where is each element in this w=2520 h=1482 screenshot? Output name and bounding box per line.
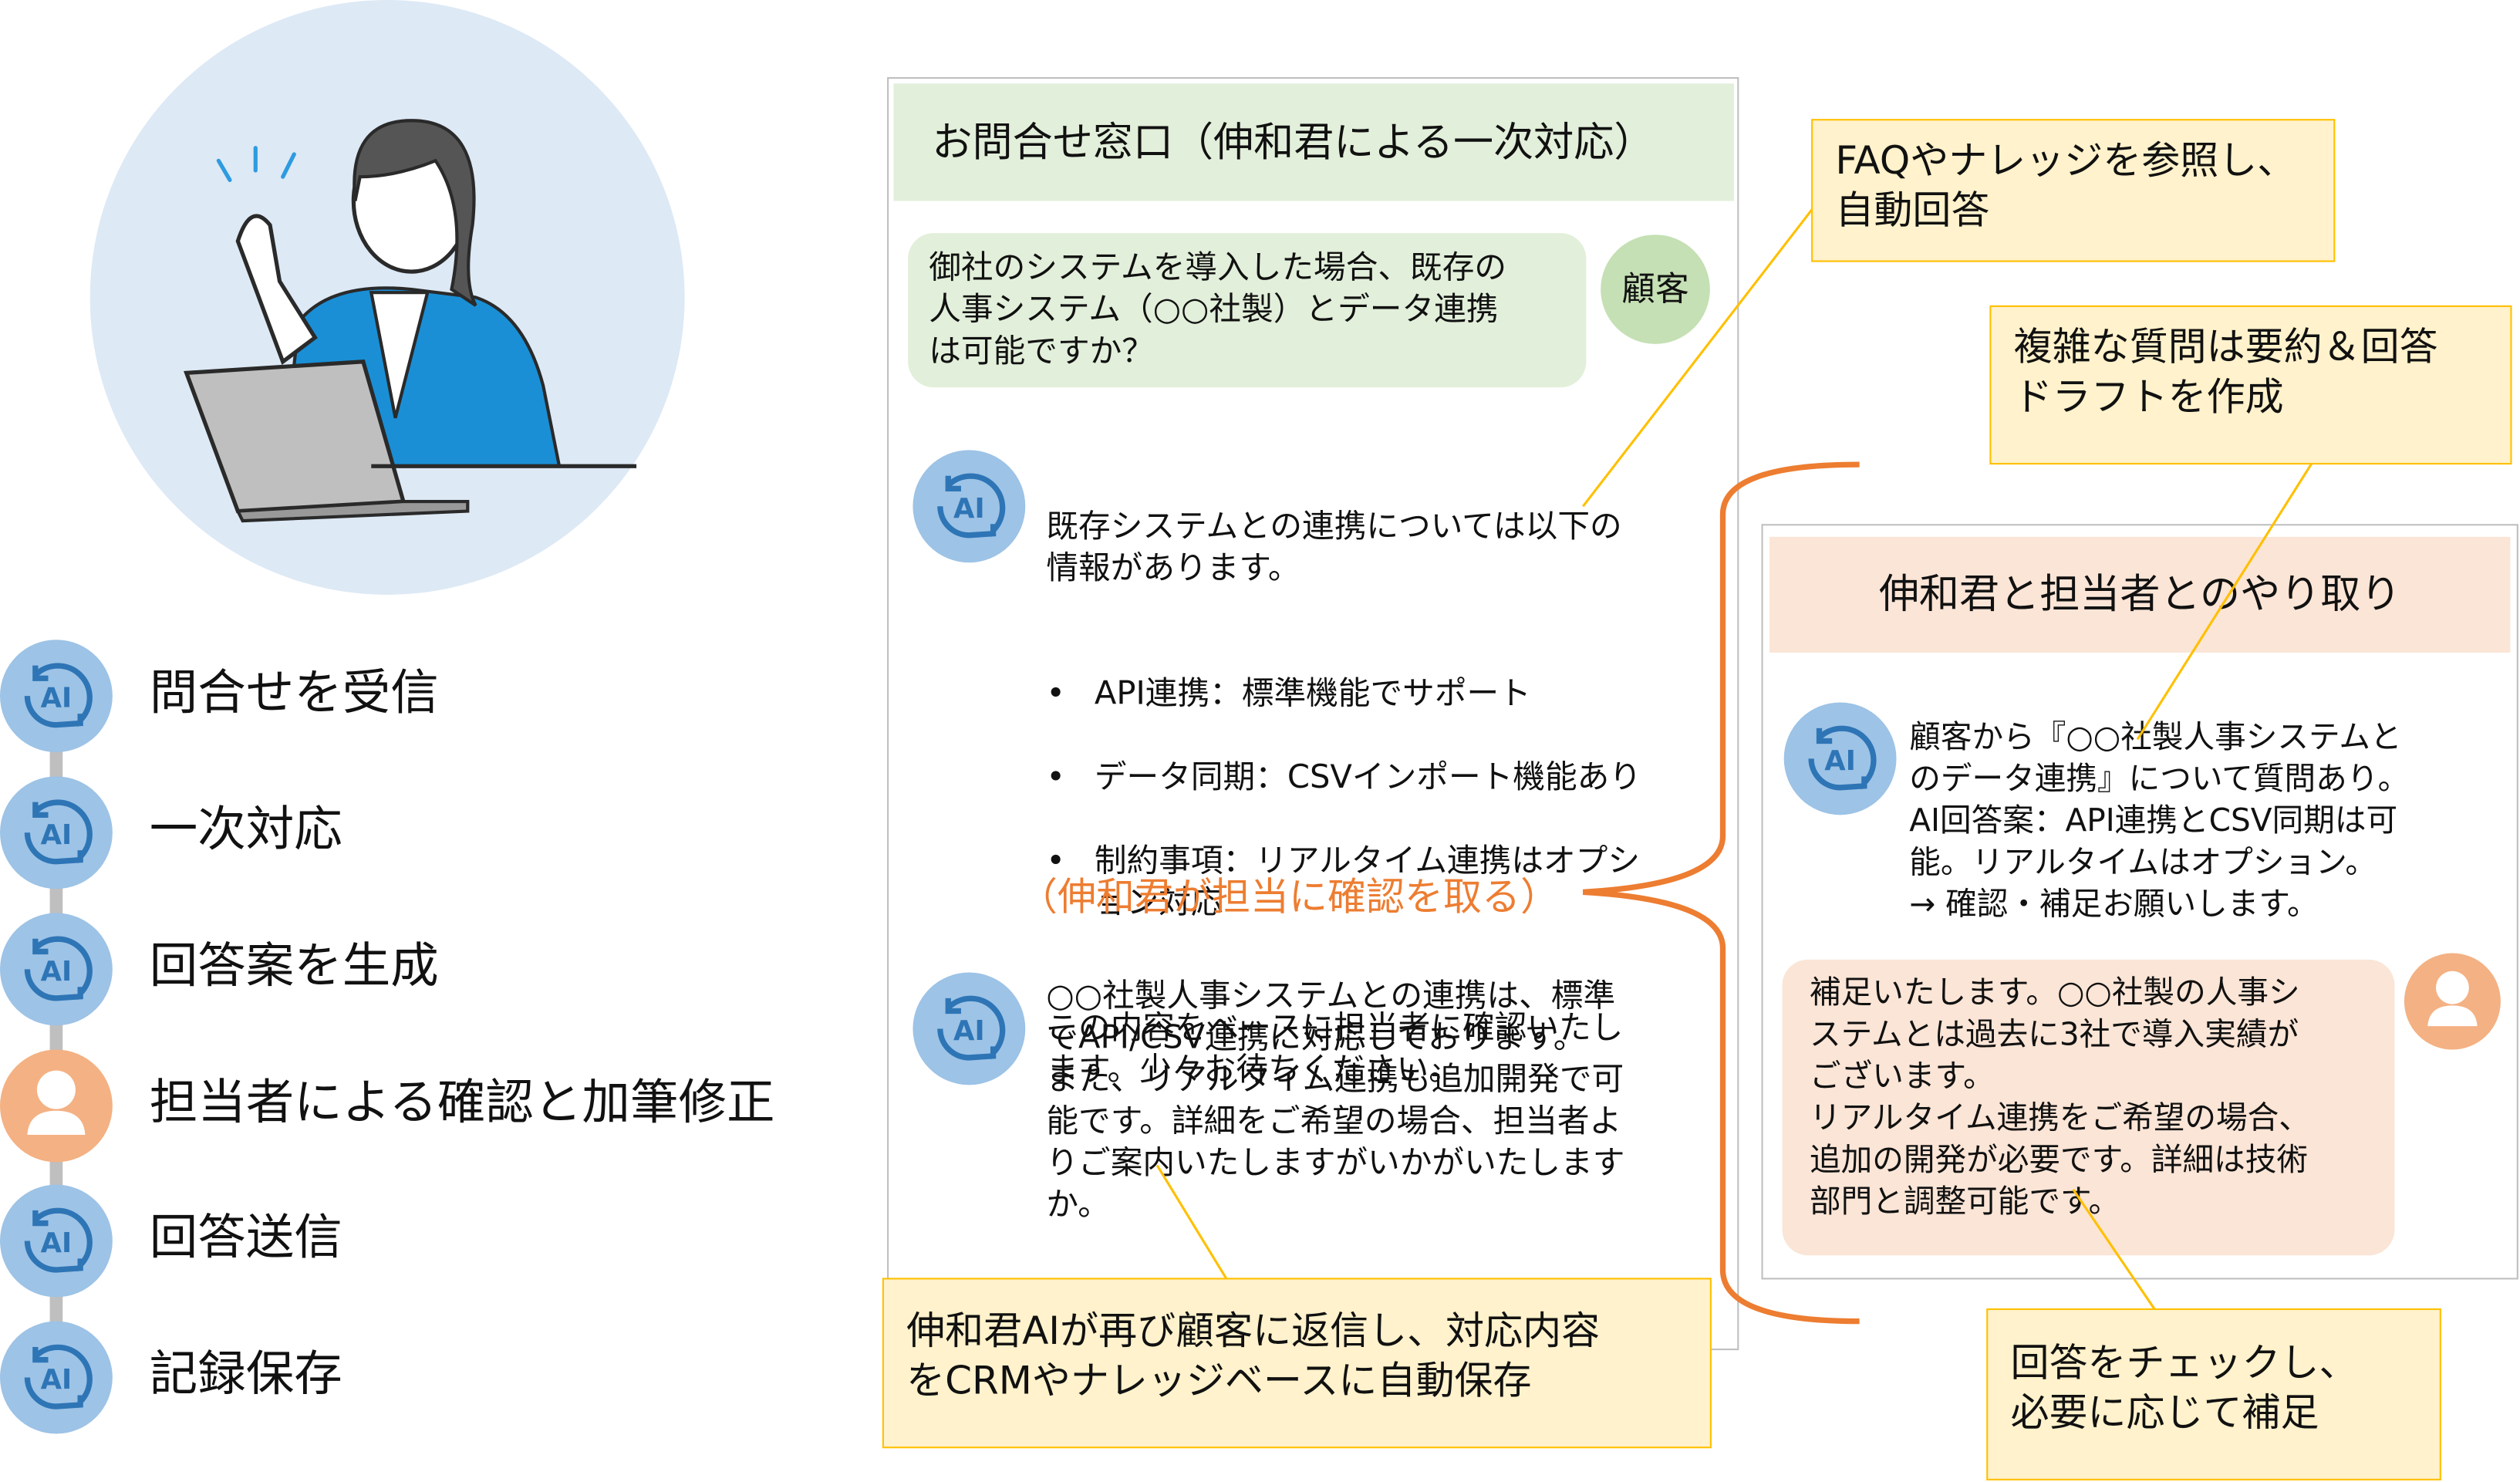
timeline-step-label: 記録保存	[149, 1346, 342, 1403]
timeline-step-label: 一次対応	[149, 802, 342, 859]
ai-reply-bullets: API連携：標準機能でサポート データ同期：CSVインポート機能あり 制約事項：…	[1046, 630, 1721, 964]
timeline-step-label: 回答送信	[149, 1210, 342, 1267]
ai-icon: AI	[0, 1184, 113, 1298]
leader-line	[1582, 188, 1829, 508]
ai-reply-2: ○○社製人事システムとの連携は、標準 でAPI/CSV連携に対応しております。 …	[1046, 975, 1625, 1224]
svg-text:AI: AI	[41, 819, 73, 851]
ai-reply-intro: 既存システムとの連携については以下の 情報があります。	[1046, 506, 1622, 587]
ai-icon: AI	[1783, 702, 1897, 815]
bullet-item: 制約事項：リアルタイム連携はオプション対応	[1046, 839, 1657, 923]
bullet-item: API連携：標準機能でサポート	[1046, 672, 1722, 714]
ai-reply-1: 既存システムとの連携については以下の 情報があります。 API連携：標準機能でサ…	[1046, 463, 1721, 1132]
confirm-note: （伸和君が担当に確認を取る）	[1018, 874, 1559, 920]
svg-text:AI: AI	[41, 1364, 73, 1396]
staff-exchange-panel	[1761, 524, 2518, 1280]
ai-icon: AI	[0, 913, 113, 1026]
ai-reply-outro: この内容をベースに担当者に確認いたし ます。少々お待ちください。	[1046, 1008, 1624, 1089]
staff-message: 補足いたします。○○社製の人事シ ステムとは過去に3社で導入実績が ございます。…	[1782, 959, 2395, 1256]
callout-draft: 複雑な質問は要約＆回答 ドラフトを作成	[1989, 305, 2512, 465]
bullet-item: データ同期：CSVインポート機能あり	[1046, 755, 1722, 797]
callout-save: 伸和君AIが再び顧客に返信し、対応内容 をCRMやナレッジベースに自動保存	[882, 1278, 1712, 1449]
ai-icon: AI	[0, 640, 113, 753]
svg-text:AI: AI	[1824, 745, 1856, 777]
customer-message: 御社のシステムを導入した場合、既存の 人事システム（○○社製）とデータ連携 は可…	[908, 233, 1587, 388]
leader-line	[2136, 433, 2332, 741]
svg-text:AI: AI	[41, 1227, 73, 1259]
ai-icon: AI	[913, 972, 1026, 1085]
callout-check: 回答をチェックし、 必要に応じて補足	[1986, 1308, 2441, 1480]
callout-faq: FAQやナレッジを参照し、 自動回答	[1811, 119, 2336, 262]
staff-panel-title: 伸和君と担当者とのやり取り	[1769, 536, 2511, 653]
timeline-step-label: 回答案を生成	[149, 938, 439, 995]
chat-panel-title: お問合せ窓口（伸和君による一次対応）	[893, 83, 1735, 201]
bracket	[1583, 461, 1860, 1325]
customer-avatar: 顧客	[1601, 235, 1710, 344]
ai-icon: AI	[913, 450, 1026, 563]
ai-icon: AI	[0, 1321, 113, 1434]
person-icon	[2404, 953, 2501, 1050]
svg-text:AI: AI	[953, 493, 985, 525]
svg-text:AI: AI	[41, 956, 73, 987]
svg-text:AI: AI	[953, 1015, 985, 1047]
timeline-step-label: 担当者による確認と加筆修正	[149, 1075, 775, 1132]
operator-illustration	[89, 0, 685, 595]
timeline-step-label: 問合せを受信	[149, 665, 439, 722]
ai-icon: AI	[0, 776, 113, 890]
person-icon	[0, 1049, 113, 1163]
ai-summary-message: 顧客から『○○社製人事システムと のデータ連携』について質問あり。 AI回答案：…	[1909, 718, 2410, 923]
svg-text:AI: AI	[41, 683, 73, 714]
